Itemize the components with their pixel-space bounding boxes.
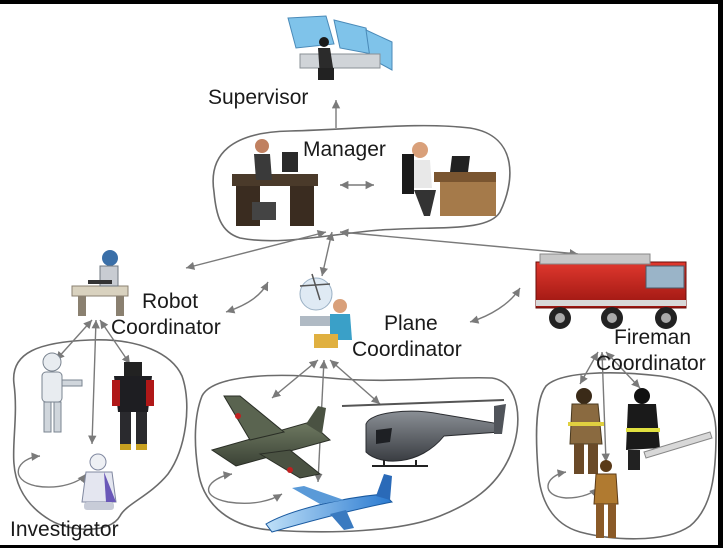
diagram-svg xyxy=(12,15,717,540)
small-robot-icon xyxy=(81,453,117,510)
robot-workstation-icon xyxy=(71,250,129,316)
plane-coordinator-label-line2: Coordinator xyxy=(352,338,462,361)
fire-truck-icon xyxy=(535,253,687,329)
fireman-hose-icon xyxy=(626,388,713,470)
arrow-plane-label-link xyxy=(469,287,521,324)
fireman-group-outline xyxy=(535,372,717,540)
airliner-icon xyxy=(265,474,394,533)
diagram-canvas: Supervisor Manager Robot Coordinator Pla… xyxy=(0,4,718,545)
fireman-coordinator-label-line1: Fireman xyxy=(614,326,692,349)
mecha-robot-icon xyxy=(112,362,154,450)
supervisor-label: Supervisor xyxy=(208,86,309,109)
arrow-manager-plane xyxy=(319,231,335,277)
helicopter-icon xyxy=(341,399,506,467)
investigator-label: Investigator xyxy=(10,518,119,541)
fireman-coordinator-label-line2: Coordinator xyxy=(596,352,706,375)
plane-coordinator-label-line1: Plane xyxy=(384,312,438,335)
arrow-manager-robot xyxy=(185,230,327,270)
woman-at-laptop-icon xyxy=(402,142,496,216)
control-room-icon xyxy=(287,15,393,80)
connector-lines xyxy=(17,100,641,504)
fireman-icon xyxy=(568,388,604,474)
person-at-desk-icon xyxy=(232,139,318,226)
humanoid-robot-icon xyxy=(41,352,83,433)
fighter-jet-icon xyxy=(210,395,332,479)
fireman-small-icon xyxy=(593,460,619,538)
arrow-robot-label-link xyxy=(225,281,269,314)
robot-coordinator-label-line1: Robot xyxy=(142,290,199,313)
arrow-manager-fireman xyxy=(339,228,579,258)
robot-coordinator-label-line2: Coordinator xyxy=(111,316,221,339)
air-traffic-controller-icon xyxy=(299,273,352,348)
manager-label: Manager xyxy=(303,138,386,161)
